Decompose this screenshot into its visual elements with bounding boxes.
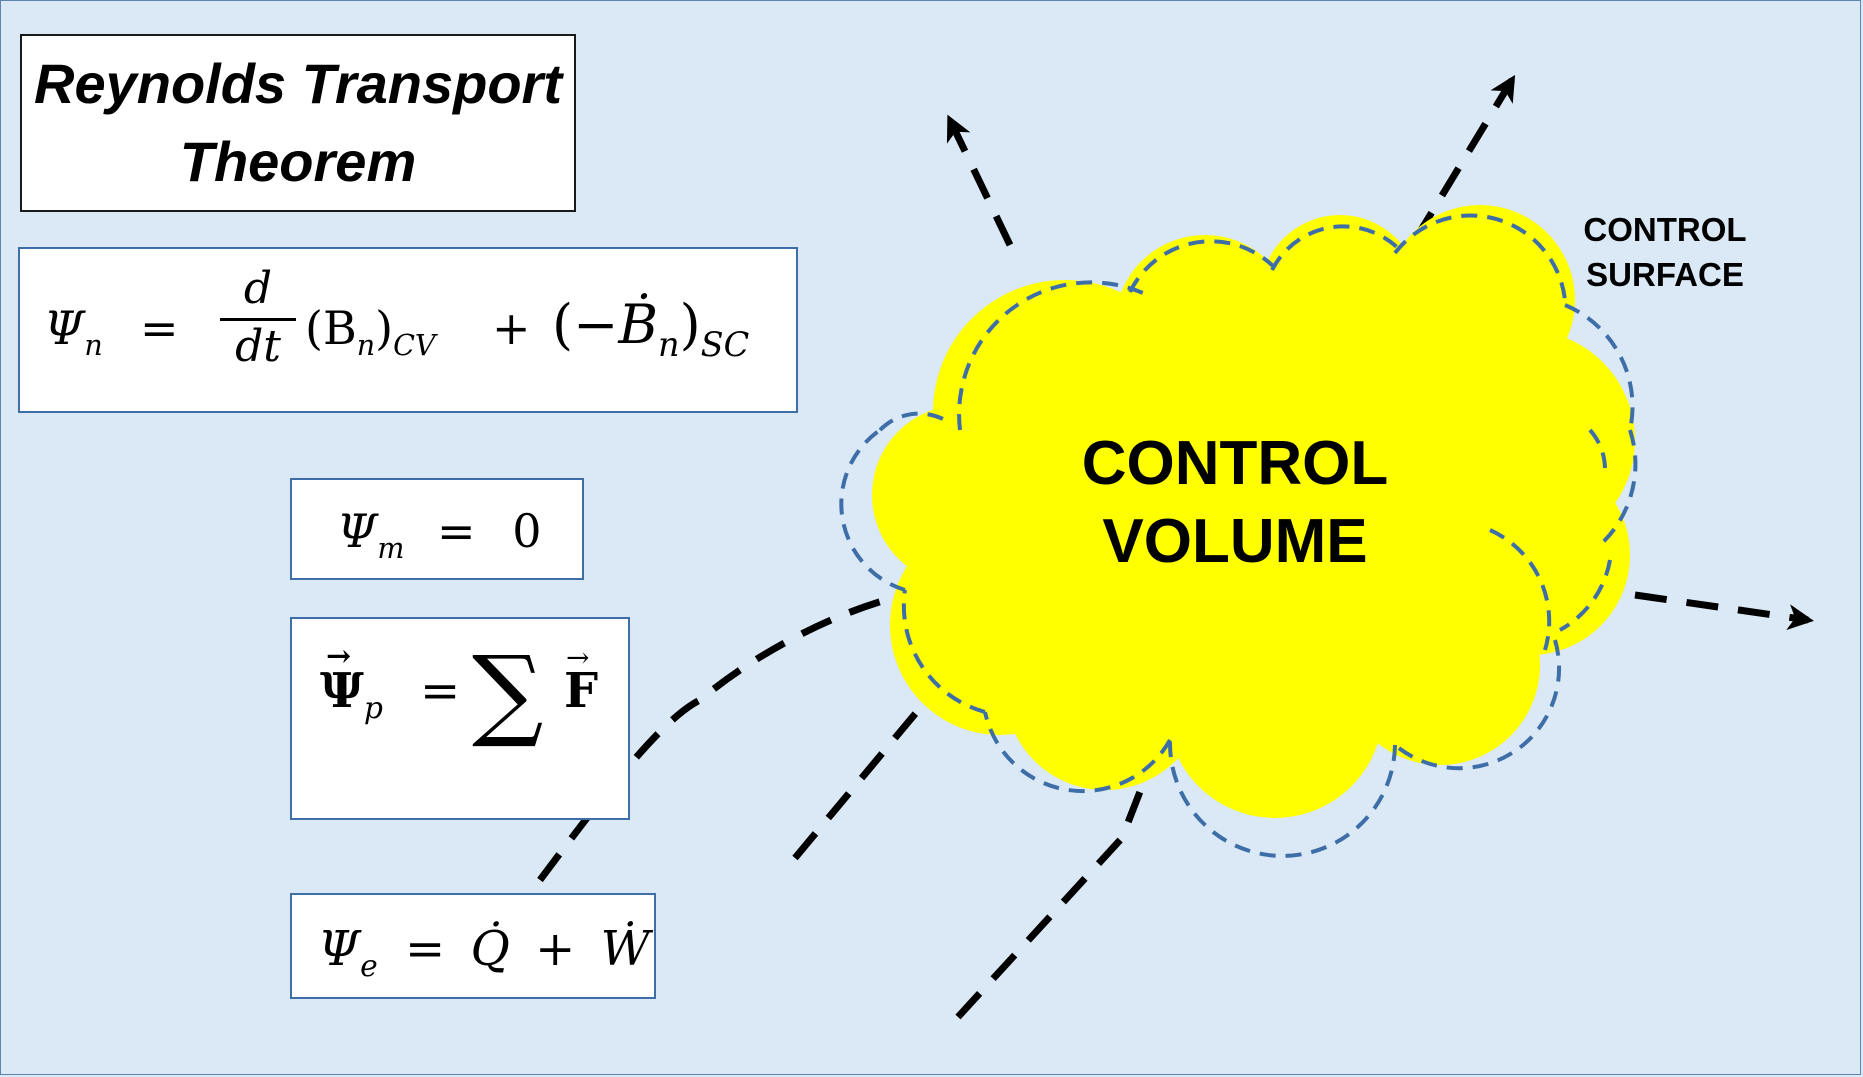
momentum-equation-box: → Ψp = ∑ → F [290,617,630,820]
title-box: Reynolds Transport Theorem [20,34,576,212]
control-volume-label: CONTROL VOLUME [1081,429,1389,576]
title-line-1: Reynolds Transport [34,52,562,115]
plus-sign: + [492,301,531,355]
general-lhs: Ψn [44,301,103,362]
control-surface-label: CONTROL SURFACE [1583,211,1747,293]
equals-sign: = [420,663,461,719]
psi-symbol: Ψ [318,921,361,977]
force-vector: → F [564,641,599,719]
fraction-numerator: d [243,263,273,314]
sc-term: (−Ḃn)SC [552,293,749,364]
title-line-2: Theorem [179,130,417,193]
cv-term-open: (B [305,301,357,355]
cv-term: (Bn)CV [305,301,436,362]
equals-sign: = [404,921,446,977]
momentum-subscript: p [363,691,383,727]
plus-sign: + [535,921,576,977]
energy-equation-box: Ψe = Q̇ + Ẇ [290,893,656,999]
energy-equation: Ψe = Q̇ + Ẇ [318,921,650,984]
psi-symbol: Ψ [337,504,378,558]
vector-arrow-icon: → [566,641,590,674]
streamline-straight-in [792,687,938,861]
control-surface-outline [839,213,1638,858]
equals-sign: = [437,504,476,558]
streamline-out-right [1634,591,1814,631]
psi-symbol: Ψ [44,301,85,355]
b-dot-subscript: n [658,324,680,364]
momentum-lhs: → Ψp [320,639,383,726]
vector-arrow-icon: → [326,639,352,674]
sc-term-open: (− [552,293,619,356]
derivative-fraction: d dt [220,263,296,372]
cv-subscript: CV [393,328,436,362]
energy-subscript: e [360,949,378,985]
heat-rate: Q̇ [470,921,510,977]
force-symbol: F [564,663,599,719]
psi-symbol: Ψ [320,663,364,719]
cv-b-subscript: n [356,328,376,362]
work-rate: Ẇ [600,921,650,977]
psi-subscript: n [84,328,103,362]
cv-term-close: ) [375,301,394,355]
streamline-out-left [946,114,1014,247]
mass-subscript: m [377,531,405,565]
general-equation-box: Ψn = d dt (Bn)CV + (−Ḃn)SC [18,247,798,413]
mass-equation: Ψm = 0 [337,504,542,565]
summation-icon: ∑ [472,634,544,751]
page-title: Reynolds Transport Theorem [34,45,562,201]
mass-rhs: 0 [512,504,542,558]
equals-sign: = [140,301,179,355]
sc-subscript: SC [700,324,750,364]
mass-equation-box: Ψm = 0 [290,478,584,580]
streamline-out-top [1412,74,1516,242]
fraction-denominator: dt [235,321,281,372]
b-dot-symbol: Ḃ [618,293,659,356]
control-volume-cloud [872,205,1635,818]
sc-term-close: ) [679,293,701,356]
